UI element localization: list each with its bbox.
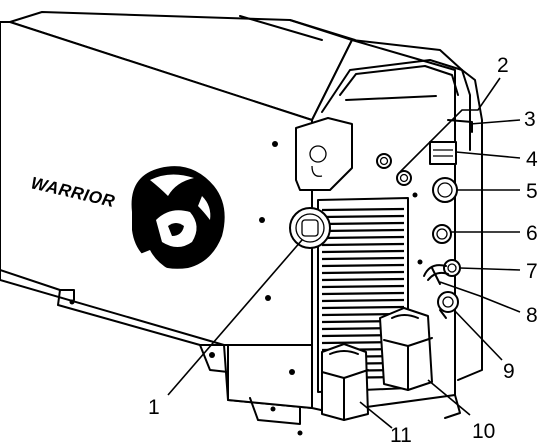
leader-7 [459, 267, 521, 271]
leader-2 [399, 77, 501, 173]
callout-9: 9 [503, 360, 515, 383]
callout-6: 6 [526, 222, 538, 245]
callout-2: 2 [497, 54, 509, 77]
callout-5: 5 [526, 180, 538, 203]
screw [270, 406, 276, 412]
louver-slat [321, 214, 405, 219]
carry-handle [321, 39, 483, 381]
leader-9 [453, 309, 503, 361]
leader-3 [469, 119, 521, 125]
esab-logo-icon [295, 117, 353, 191]
screw [289, 369, 295, 375]
adjust-knob [432, 177, 458, 203]
bottom-rail [0, 269, 229, 346]
louver-slat [321, 235, 405, 240]
screw [69, 299, 75, 305]
handle-bar [345, 95, 437, 101]
handle-frame-right [457, 69, 483, 381]
callout-labels: 1 2 3 4 5 6 7 8 9 10 11 [148, 54, 538, 443]
callout-8: 8 [526, 304, 538, 327]
screw [417, 259, 423, 265]
louver-slat [321, 298, 405, 303]
louver-slat [321, 305, 405, 310]
louver-slat [321, 249, 405, 254]
screw [297, 430, 303, 436]
louver-slat [321, 277, 405, 282]
callout-10: 10 [472, 420, 495, 443]
leader-10 [427, 379, 471, 416]
leader-1 [167, 239, 303, 396]
louver-slat [321, 228, 405, 233]
display-window [429, 141, 457, 165]
screw [259, 217, 265, 223]
handle-inner [339, 65, 459, 96]
handle-outer [321, 59, 471, 151]
louver-slat [321, 256, 405, 261]
louver-slat [321, 263, 405, 268]
screw [265, 295, 271, 301]
louver-slat [321, 242, 405, 247]
torch-connector [437, 291, 459, 319]
callout-7: 7 [526, 260, 538, 283]
main-switch [289, 207, 331, 249]
foot-right [444, 394, 461, 419]
louver-slat [321, 221, 405, 226]
remote-socket [432, 224, 452, 244]
leader-4 [455, 151, 521, 159]
phoenix-emblem-icon [131, 166, 225, 270]
handle-top-edge [351, 39, 463, 71]
louver-slat [321, 284, 405, 289]
callout-3: 3 [524, 108, 536, 131]
screw [412, 192, 418, 198]
screw [209, 352, 215, 358]
fuse-holder [447, 119, 473, 133]
callout-4: 4 [526, 148, 538, 171]
callout-1: 1 [148, 396, 160, 419]
output-terminal-positive [379, 307, 433, 391]
leader-lines [167, 77, 521, 429]
base-block [227, 344, 313, 409]
foot-front [249, 397, 301, 425]
leader-8 [439, 281, 521, 313]
louver-slat [321, 207, 405, 212]
gas-connector [423, 259, 461, 285]
output-terminal-negative [321, 343, 369, 421]
screw [272, 141, 278, 147]
louver-slat [321, 270, 405, 275]
callout-11: 11 [390, 424, 412, 443]
rail-notch [59, 289, 75, 301]
louver-slat [321, 291, 405, 296]
top-panel-edge [239, 15, 356, 41]
signal-connectors [376, 153, 412, 186]
leader-11 [359, 401, 393, 429]
